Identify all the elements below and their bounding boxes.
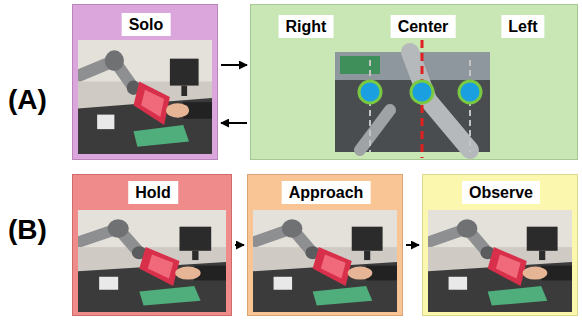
title-holder: Observe [462,181,540,204]
panel-title: Solo [122,13,171,36]
flow-arrow [235,244,244,246]
center-photo [335,40,490,158]
flow-arrow [406,244,419,246]
photo-panel: Approach [247,174,403,316]
title-holder: Hold [128,181,178,204]
panel-title: Observe [462,181,540,204]
panel-title: Right [279,15,334,38]
photo-wall [335,52,490,80]
title-holder: Left [501,15,544,38]
position-marker [459,81,481,103]
panel-title: Hold [128,181,178,204]
row-label: (B) [8,214,47,246]
panel-title: Left [501,15,544,38]
hold-photo [78,210,228,312]
robot-arm [360,110,390,150]
label-holder: (A) [8,84,47,116]
title-holder: Approach [282,181,371,204]
title-holder: Right [279,15,334,38]
photo-panel: Solo [72,4,218,160]
solo-photo [78,40,214,154]
approach-photo [253,210,399,312]
guide-line [369,60,371,152]
panel-title: Approach [282,181,371,204]
title-holder: Solo [122,13,171,36]
robot-arm [410,52,470,150]
center-line [421,40,424,158]
flow-arrow [221,64,247,66]
position-marker [411,81,433,103]
photo-object [340,56,380,74]
row-label: (A) [8,84,47,116]
panel-title: Center [391,15,456,38]
photo-panel: Observe [422,174,578,316]
flow-arrow [221,122,247,124]
position-marker [359,81,381,103]
photo-panel: Right Center Left [250,4,578,160]
photo-panel: Hold [72,174,232,316]
photo-ground [335,52,490,152]
title-holder: Center [391,15,456,38]
observe-photo [428,210,574,312]
label-holder: (B) [8,214,47,246]
guide-line [469,60,471,152]
